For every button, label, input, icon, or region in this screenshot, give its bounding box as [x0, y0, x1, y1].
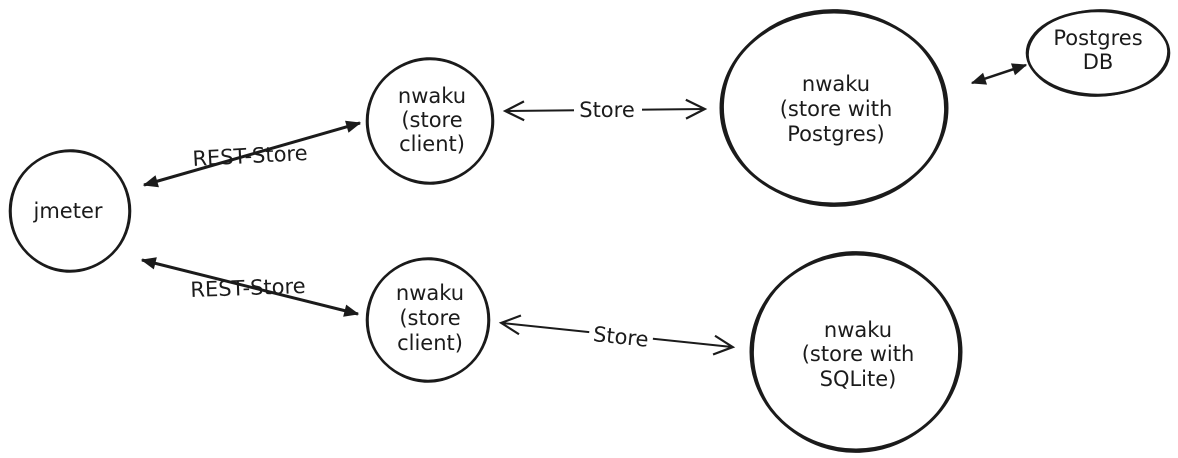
node-store-client-bottom-label: client): [397, 331, 463, 355]
node-store-postgres-ellipse-sketch: [722, 9, 946, 207]
edge-store-bottom: Store: [498, 314, 736, 356]
edge-label-store-bottom: Store: [592, 322, 650, 352]
node-postgres-db-label: Postgres: [1053, 26, 1142, 50]
edge-label-rest-store-top: REST-Store: [192, 141, 308, 171]
node-store-postgres-label: Postgres): [787, 122, 885, 146]
node-store-sqlite-label: SQLite): [820, 367, 897, 391]
node-store-client-top-ellipse: [365, 57, 495, 185]
node-store-client-top-label: nwaku: [398, 84, 466, 108]
node-postgres-db-label: DB: [1083, 50, 1114, 74]
node-postgres-db-ellipse: [1025, 9, 1171, 97]
node-store-sqlite-label: nwaku: [824, 318, 892, 342]
node-store-client-bottom-label: (store: [399, 306, 460, 330]
node-store-postgres-label: (store with: [780, 97, 893, 121]
edge-label-rest-store-bottom: REST-Store: [190, 274, 306, 302]
node-jmeter-ellipse: [8, 149, 132, 273]
node-store-client-top-label: client): [399, 132, 465, 156]
node-store-sqlite: nwaku (store with SQLite): [749, 251, 963, 453]
node-postgres-db-ellipse-sketch: [1027, 9, 1169, 97]
node-store-client-bottom: nwaku (store client): [365, 257, 491, 383]
node-store-postgres: nwaku (store with Postgres): [719, 9, 949, 207]
node-jmeter-ellipse-sketch: [10, 149, 130, 273]
node-store-client-bottom-ellipse-sketch: [367, 257, 489, 383]
edge-rest-store-bottom: REST-Store: [140, 257, 360, 317]
edge-store-top: Store: [502, 96, 708, 123]
edge-db-link-line: [970, 63, 1028, 85]
node-jmeter-label: jmeter: [33, 199, 103, 223]
edge-db-link: [970, 63, 1028, 85]
node-store-sqlite-ellipse: [749, 252, 963, 452]
edge-rest-store-top: REST-Store: [142, 120, 362, 188]
node-store-client-bottom-ellipse: [365, 257, 491, 383]
edge-label-bg: [574, 96, 642, 123]
node-postgres-db: Postgres DB: [1025, 9, 1171, 97]
node-store-client-top-label: (store: [401, 108, 462, 132]
node-store-postgres-ellipse: [719, 10, 949, 206]
edge-label-bg: [587, 319, 655, 353]
node-jmeter: jmeter: [8, 149, 132, 273]
edge-label-store-top: Store: [579, 98, 635, 122]
node-store-sqlite-label: (store with: [802, 342, 915, 366]
node-store-postgres-label: nwaku: [802, 72, 870, 96]
node-store-sqlite-ellipse-sketch: [752, 251, 960, 453]
node-store-client-bottom-label: nwaku: [396, 281, 464, 305]
node-store-client-top: nwaku (store client): [365, 57, 495, 185]
edge-rest-store-bottom-line: [140, 257, 360, 317]
edge-rest-store-top-line: [142, 120, 362, 188]
node-store-client-top-ellipse-sketch: [367, 57, 493, 185]
